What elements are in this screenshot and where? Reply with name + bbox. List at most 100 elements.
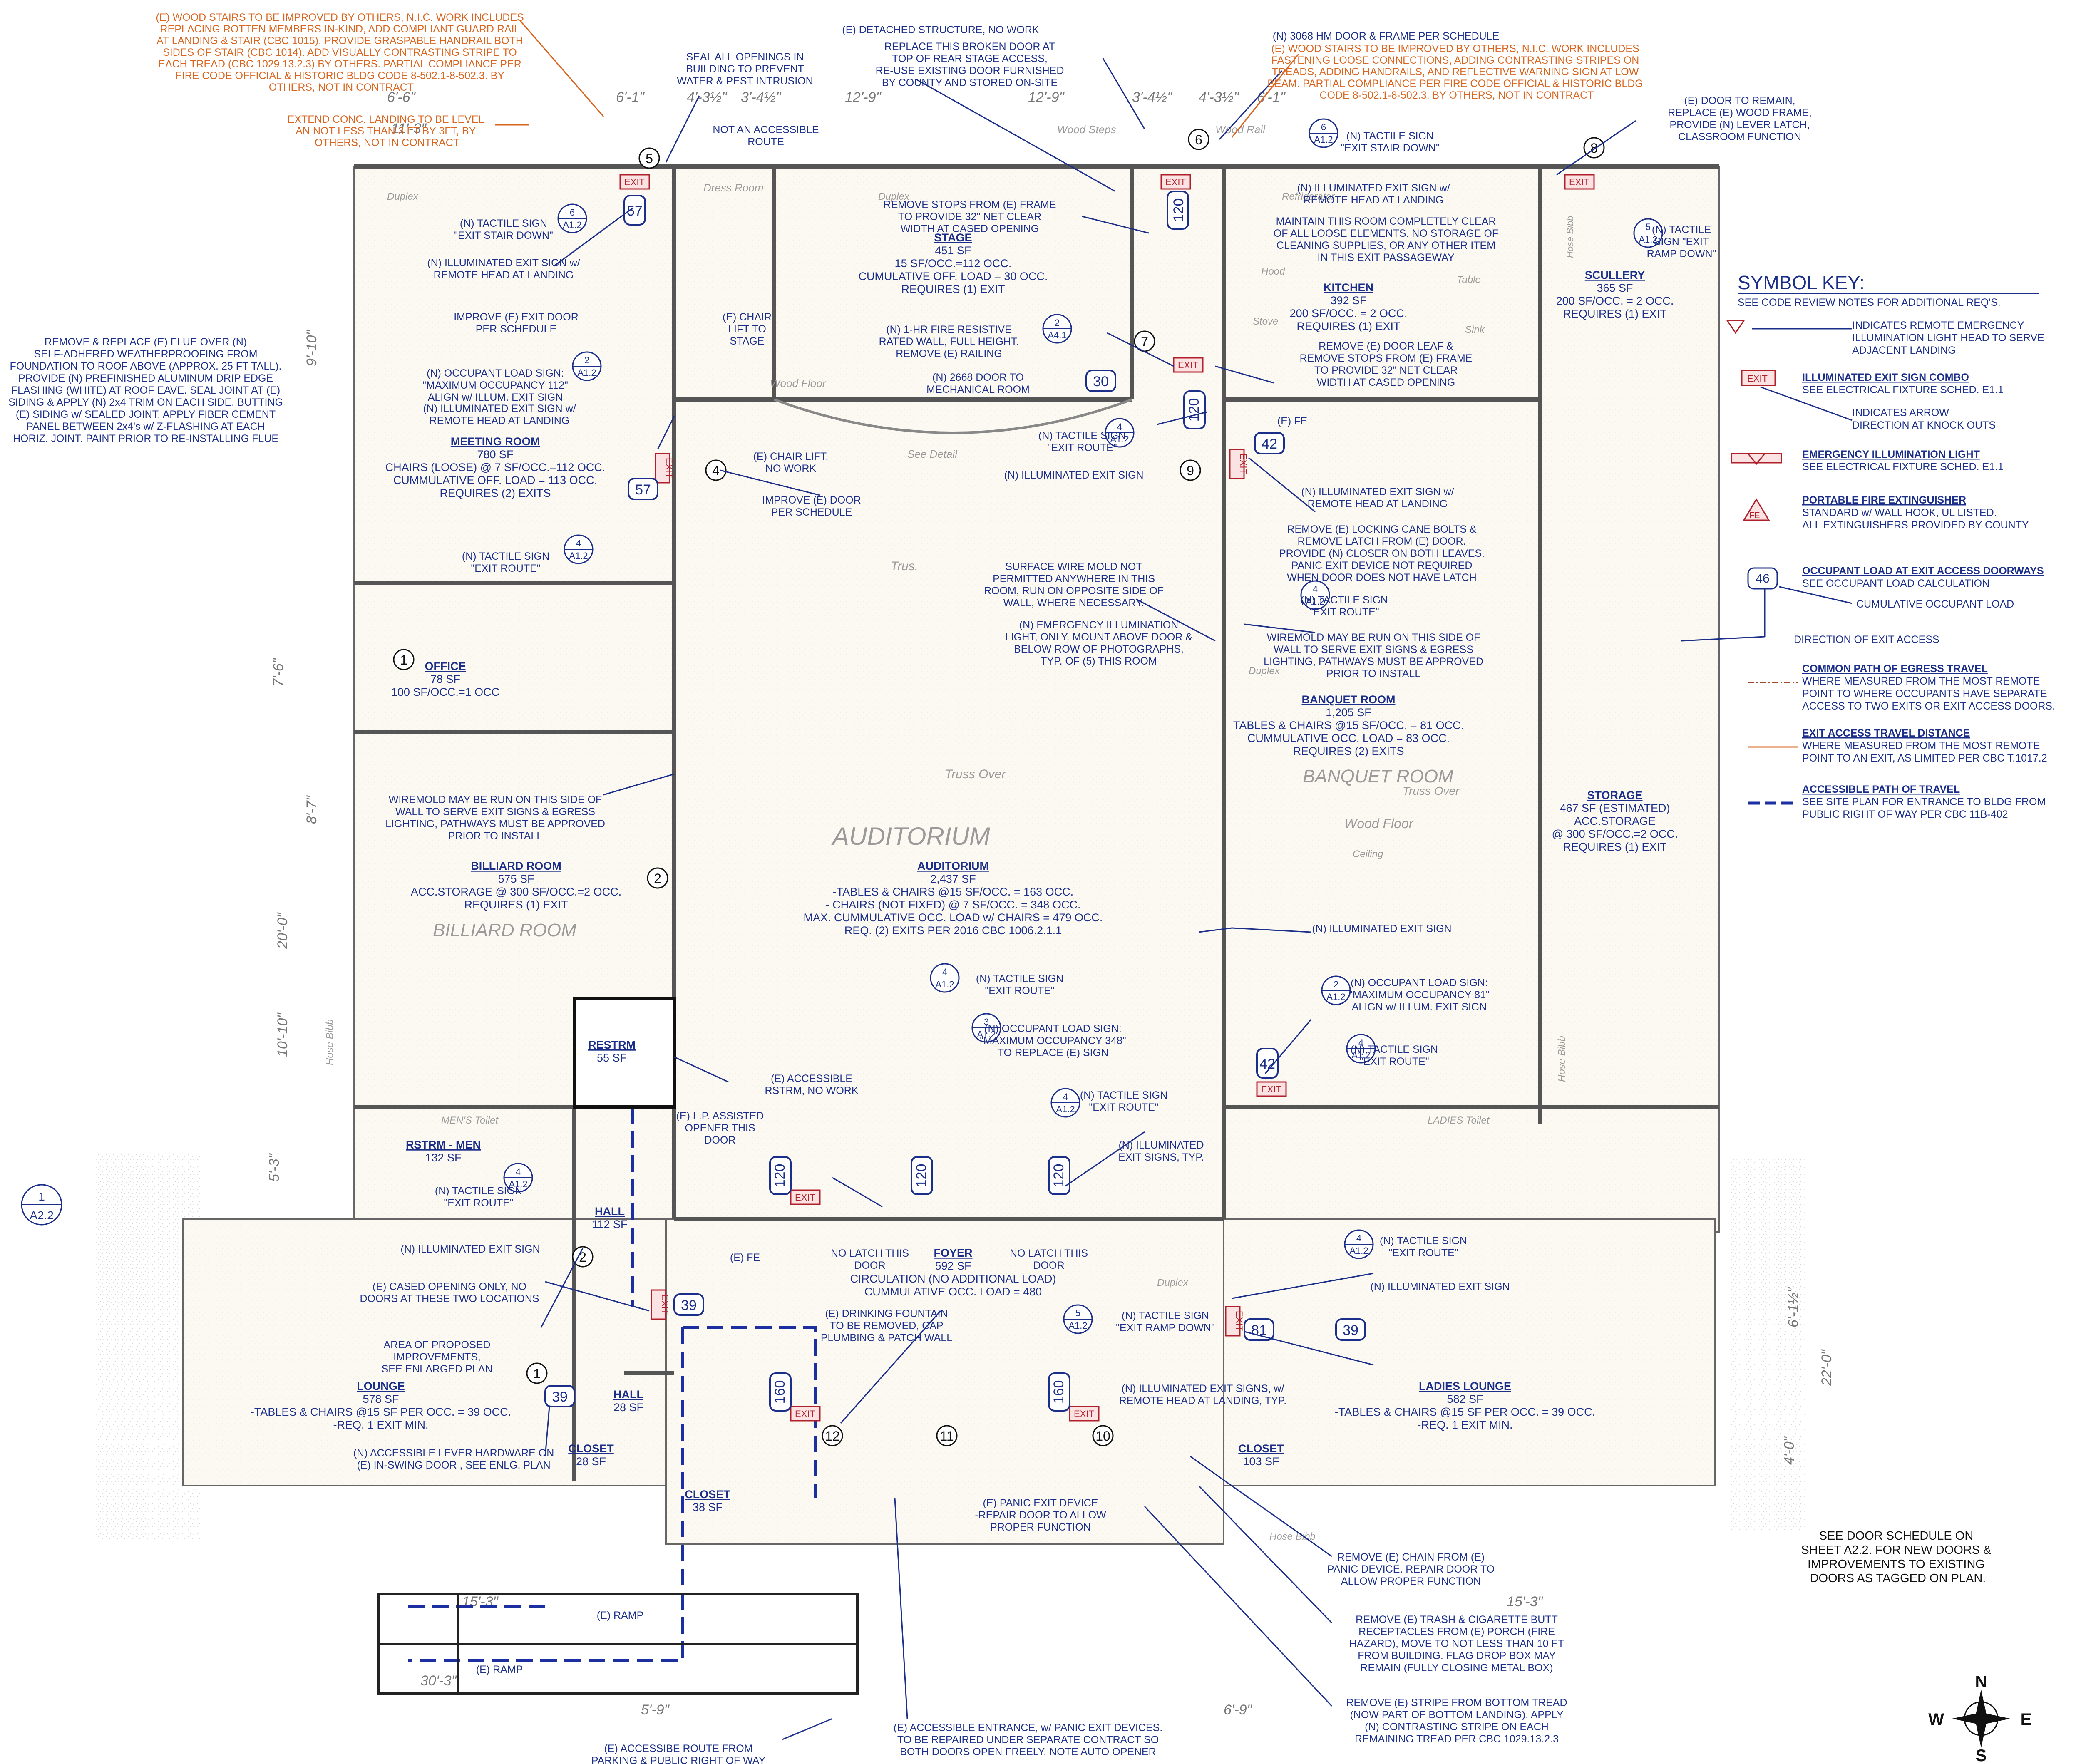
svg-text:2: 2 <box>1055 318 1060 328</box>
svg-text:120: 120 <box>1186 398 1202 422</box>
dim-1: 6'-6" <box>387 89 416 105</box>
sketch-duplex-4: Duplex <box>1157 1277 1189 1288</box>
orange-notes: (E) WOOD STAIRS TO BE IMPROVED BY OTHERS… <box>156 12 1646 149</box>
svg-text:A1.2: A1.2 <box>509 1179 527 1189</box>
occ-tag: 39 <box>1335 1318 1366 1341</box>
sketch-hood: Hood <box>1261 266 1285 277</box>
sketch-truss-1: Truss Over <box>945 767 1006 781</box>
svg-text:EXIT: EXIT <box>1074 1409 1094 1419</box>
key-travel-title: EXIT ACCESS TRAVEL DISTANCE <box>1802 727 1970 739</box>
sketch-wood-floor-1: Wood Floor <box>1344 816 1414 831</box>
svg-text:EXIT: EXIT <box>1165 177 1186 187</box>
leader-lines <box>540 58 1766 1740</box>
note-landing: EXTEND CONC. LANDING TO BE LEVEL AN NOT … <box>288 114 487 149</box>
sketch-duplex-2: Duplex <box>878 191 910 202</box>
lounge-wing <box>182 1218 675 1486</box>
occ-tag: 42 <box>1254 432 1285 454</box>
sign-tags: 6A1.2 6A1.2 5A1.2 2A4.1 2A1.2 4A1.2 4A1.… <box>503 118 1663 1334</box>
occ-tag: 160 <box>1048 1372 1070 1412</box>
sketch-ceiling: Ceiling <box>1353 849 1383 860</box>
sketch-banquet: BANQUET ROOM <box>1303 766 1453 786</box>
sign-tag: 4A1.2 <box>564 534 594 564</box>
svg-text:11: 11 <box>940 1429 954 1444</box>
note-fe2: (E) FE <box>730 1252 760 1263</box>
note-tactile-route-b: (N) TACTILE SIGN"EXIT ROUTE" <box>1301 594 1388 618</box>
note-wood-stairs-right: (E) WOOD STAIRS TO BE IMPROVED BY OTHERS… <box>1267 43 1646 101</box>
svg-text:EXIT: EXIT <box>1234 1311 1244 1331</box>
svg-text:6: 6 <box>1321 122 1326 132</box>
key-acc-line1: SEE SITE PLAN FOR ENTRANCE TO BLDG FROM <box>1802 796 2046 808</box>
occupant-tags: 57 57 120 120 30 42 42 120 120 120 39 39… <box>544 191 1366 1412</box>
door-tag: 5 <box>638 147 660 169</box>
dim-7: 12'-9" <box>1028 89 1065 105</box>
dim-21: 8'-7" <box>304 795 320 824</box>
dim-8: 3'-4½" <box>1132 89 1173 105</box>
svg-text:EXIT: EXIT <box>795 1409 815 1419</box>
note-tactile-route-d: (N) TACTILE SIGN"EXIT ROUTE" <box>1080 1089 1167 1113</box>
sign-tag: 4A1.2 <box>1344 1229 1374 1259</box>
site-speckle-right <box>1731 1157 1806 1531</box>
note-tactile-route-f: (N) TACTILE SIGN"EXIT ROUTE" <box>1380 1235 1467 1259</box>
exit-sign: EXIT <box>619 174 650 190</box>
svg-text:1: 1 <box>400 653 407 667</box>
occ-tag: 120 <box>1048 1156 1070 1195</box>
remote-head-symbol <box>1726 320 1852 334</box>
door-tags: 5 6 8 7 9 4 2 2 1 1 12 11 10 <box>393 129 1605 1446</box>
note-tactile-route-e: (N) TACTILE SIGN"EXIT ROUTE" <box>435 1185 522 1209</box>
dim-3: 6'-1" <box>616 89 645 105</box>
key-direction: DIRECTION OF EXIT ACCESS <box>1794 634 1939 645</box>
svg-text:9: 9 <box>1187 463 1194 478</box>
sign-tag: 4A1.2 <box>503 1163 533 1193</box>
dim-9: 4'-3½" <box>1199 89 1239 105</box>
section-tag-num: 1 <box>38 1190 45 1203</box>
sketch-hose-1: Hose Bibb <box>324 1019 335 1065</box>
sketch-dress: Dress Room <box>703 181 763 194</box>
svg-text:EXIT: EXIT <box>664 458 674 478</box>
sketch-detail: See Detail <box>907 448 958 460</box>
svg-text:EXIT: EXIT <box>1747 373 1768 384</box>
note-chair-lift-nw: (E) CHAIR LIFT,NO WORK <box>753 451 829 474</box>
svg-text:EXIT: EXIT <box>1569 177 1589 187</box>
note-illum-landing-typ: (N) ILLUMINATED EXIT SIGNS, w/REMOTE HEA… <box>1119 1383 1286 1407</box>
dim-15: 6'-9" <box>1224 1702 1253 1718</box>
key-travel-line1: WHERE MEASURED FROM THE MOST REMOTE <box>1802 740 2040 752</box>
svg-text:5: 5 <box>1075 1308 1080 1318</box>
key-common-line1: WHERE MEASURED FROM THE MOST REMOTE <box>1802 675 2040 687</box>
svg-text:EXIT: EXIT <box>795 1192 815 1203</box>
svg-text:A1.2: A1.2 <box>1351 1050 1370 1060</box>
note-chain: REMOVE (E) CHAIN FROM (E)PANIC DEVICE. R… <box>1327 1551 1495 1587</box>
svg-text:57: 57 <box>635 482 651 498</box>
sketch-mens-toilet: MEN'S Toilet <box>441 1115 499 1126</box>
dim-18: 4'-0" <box>1781 1436 1797 1465</box>
svg-text:A1.2: A1.2 <box>569 551 588 561</box>
dim-19: 20'-0" <box>275 912 291 949</box>
svg-text:A1.2: A1.2 <box>1110 434 1129 444</box>
dim-22: 9'-10" <box>304 329 320 366</box>
occ-tag: 120 <box>1183 390 1206 429</box>
key-travel-line2: POINT TO AN EXIT, AS LIMITED PER CBC T.1… <box>1802 752 2047 764</box>
door-tag: 1 <box>393 649 415 670</box>
key-exit-combo-line: SEE ELECTRICAL FIXTURE SCHED. E1.1 <box>1802 384 2004 396</box>
note-fe1: (E) FE <box>1277 415 1307 427</box>
section-tag: 1 A2.2 <box>21 1184 62 1226</box>
key-acc-title: ACCESSIBLE PATH OF TRAVEL <box>1802 784 1960 795</box>
dim-24: 5'-3" <box>266 1153 282 1182</box>
svg-text:4: 4 <box>1358 1037 1363 1048</box>
sign-tag: 4A1.2 <box>1050 1088 1080 1118</box>
svg-text:A1.2: A1.2 <box>1326 992 1345 1002</box>
svg-text:EXIT: EXIT <box>1238 454 1249 474</box>
dim-20: 10'-10" <box>275 1012 291 1057</box>
svg-text:5: 5 <box>646 151 653 166</box>
sign-tag: 5A1.2 <box>1633 218 1663 248</box>
svg-text:2: 2 <box>1334 979 1338 990</box>
